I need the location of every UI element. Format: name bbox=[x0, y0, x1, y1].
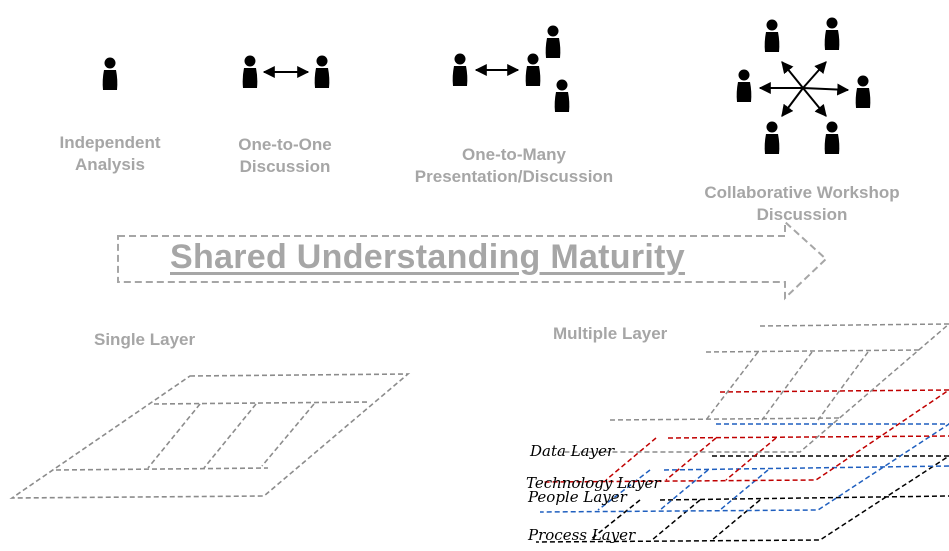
cross-arrows-icon bbox=[758, 61, 850, 117]
data-layer-sheet bbox=[560, 323, 949, 453]
single-layer-title: Single Layer bbox=[94, 330, 196, 349]
person-icon bbox=[452, 53, 468, 86]
maturity-banner-text: Shared Understanding Maturity bbox=[170, 238, 685, 276]
person-icon bbox=[824, 17, 840, 50]
person-icon bbox=[525, 53, 541, 86]
person-icon bbox=[242, 55, 258, 88]
layer-label-data: Data Layer bbox=[530, 442, 615, 460]
process-layer-sheet bbox=[535, 455, 949, 543]
person-icon bbox=[824, 121, 840, 154]
technology-layer-sheet bbox=[543, 389, 949, 483]
stage-label-one-to-one: One-to-One Discussion bbox=[238, 135, 332, 176]
layer-label-people: People Layer bbox=[528, 488, 627, 506]
stage-label-independent: Independent Analysis bbox=[59, 133, 161, 174]
person-icon bbox=[764, 121, 780, 154]
person-icon bbox=[764, 19, 780, 52]
maturity-arrow-outline bbox=[117, 219, 828, 301]
people-layer-sheet bbox=[539, 423, 949, 513]
person-icon bbox=[736, 69, 752, 102]
person-icon bbox=[545, 25, 561, 58]
single-layer-sheet bbox=[9, 373, 411, 499]
layer-label-process: Process Layer bbox=[528, 526, 636, 544]
person-icon bbox=[554, 79, 570, 112]
stage-label-one-to-many: One-to-Many Presentation/Discussion bbox=[414, 145, 614, 186]
multiple-layer-title: Multiple Layer bbox=[553, 324, 668, 343]
person-icon bbox=[314, 55, 330, 88]
stage-label-collaborative: Collaborative Workshop Discussion bbox=[704, 183, 900, 224]
person-icon bbox=[855, 75, 871, 108]
layer-label-technology: Technology Layer bbox=[526, 474, 661, 492]
person-icon bbox=[102, 57, 118, 90]
